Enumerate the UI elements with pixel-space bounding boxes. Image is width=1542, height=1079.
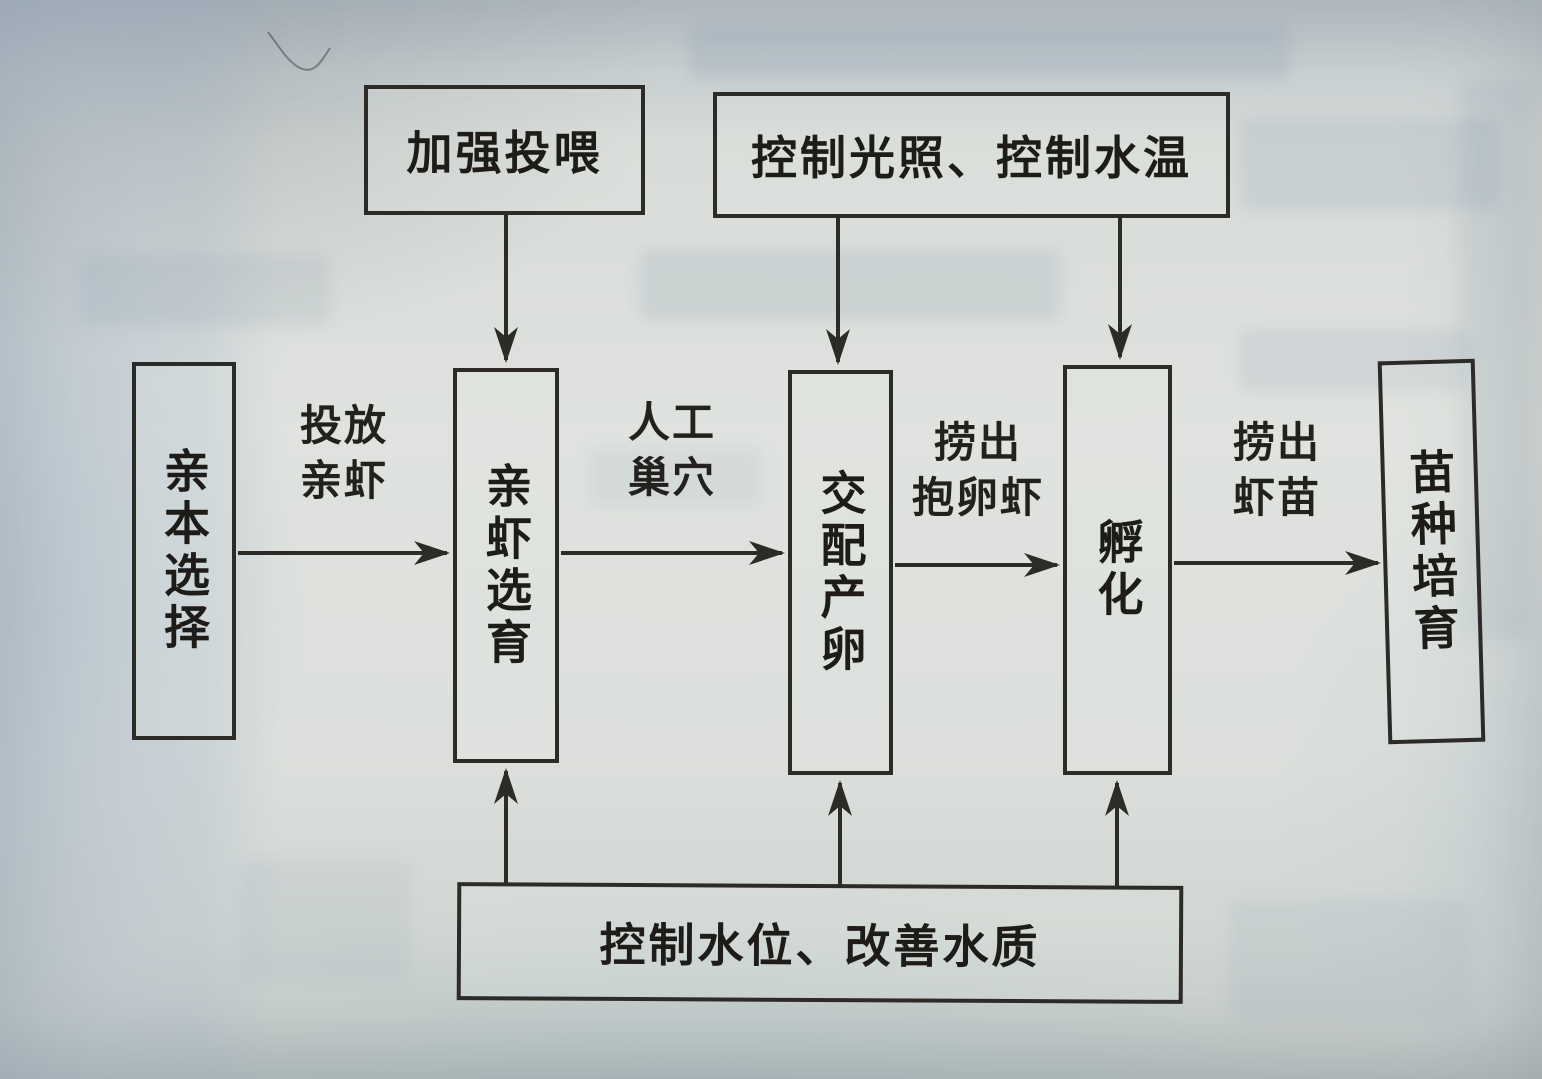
- box-water-level-quality: 控制水位、改善水质: [456, 882, 1184, 1004]
- bleed-through-smudge: [240, 860, 410, 980]
- box-hatching: 孵化: [1063, 365, 1172, 775]
- label-stock-parent-shrimp: 投放 亲虾: [299, 401, 388, 506]
- bleed-through-smudge: [1230, 900, 1470, 1020]
- box-parent-selection: 亲本选择: [132, 362, 236, 740]
- box-mating-spawning: 交配产卵: [788, 370, 893, 775]
- label-artificial-nest: 人工 巢穴: [627, 398, 716, 503]
- box-seedling-cultivation: 苗种培育: [1377, 358, 1486, 745]
- label-remove-shrimp-fry: 捞出 虾苗: [1232, 418, 1321, 523]
- bleed-through-smudge: [1240, 120, 1500, 210]
- bleed-through-smudge: [640, 250, 1060, 320]
- box-broodstock-rearing: 亲虾选育: [453, 368, 559, 763]
- label-remove-berried-shrimp: 捞出 抱卵虾: [911, 418, 1044, 523]
- bleed-through-smudge: [80, 255, 330, 325]
- box-control-light-temp: 控制光照、控制水温: [713, 92, 1230, 218]
- bleed-through-smudge: [690, 25, 1290, 80]
- box-strengthen-feeding: 加强投喂: [364, 85, 645, 215]
